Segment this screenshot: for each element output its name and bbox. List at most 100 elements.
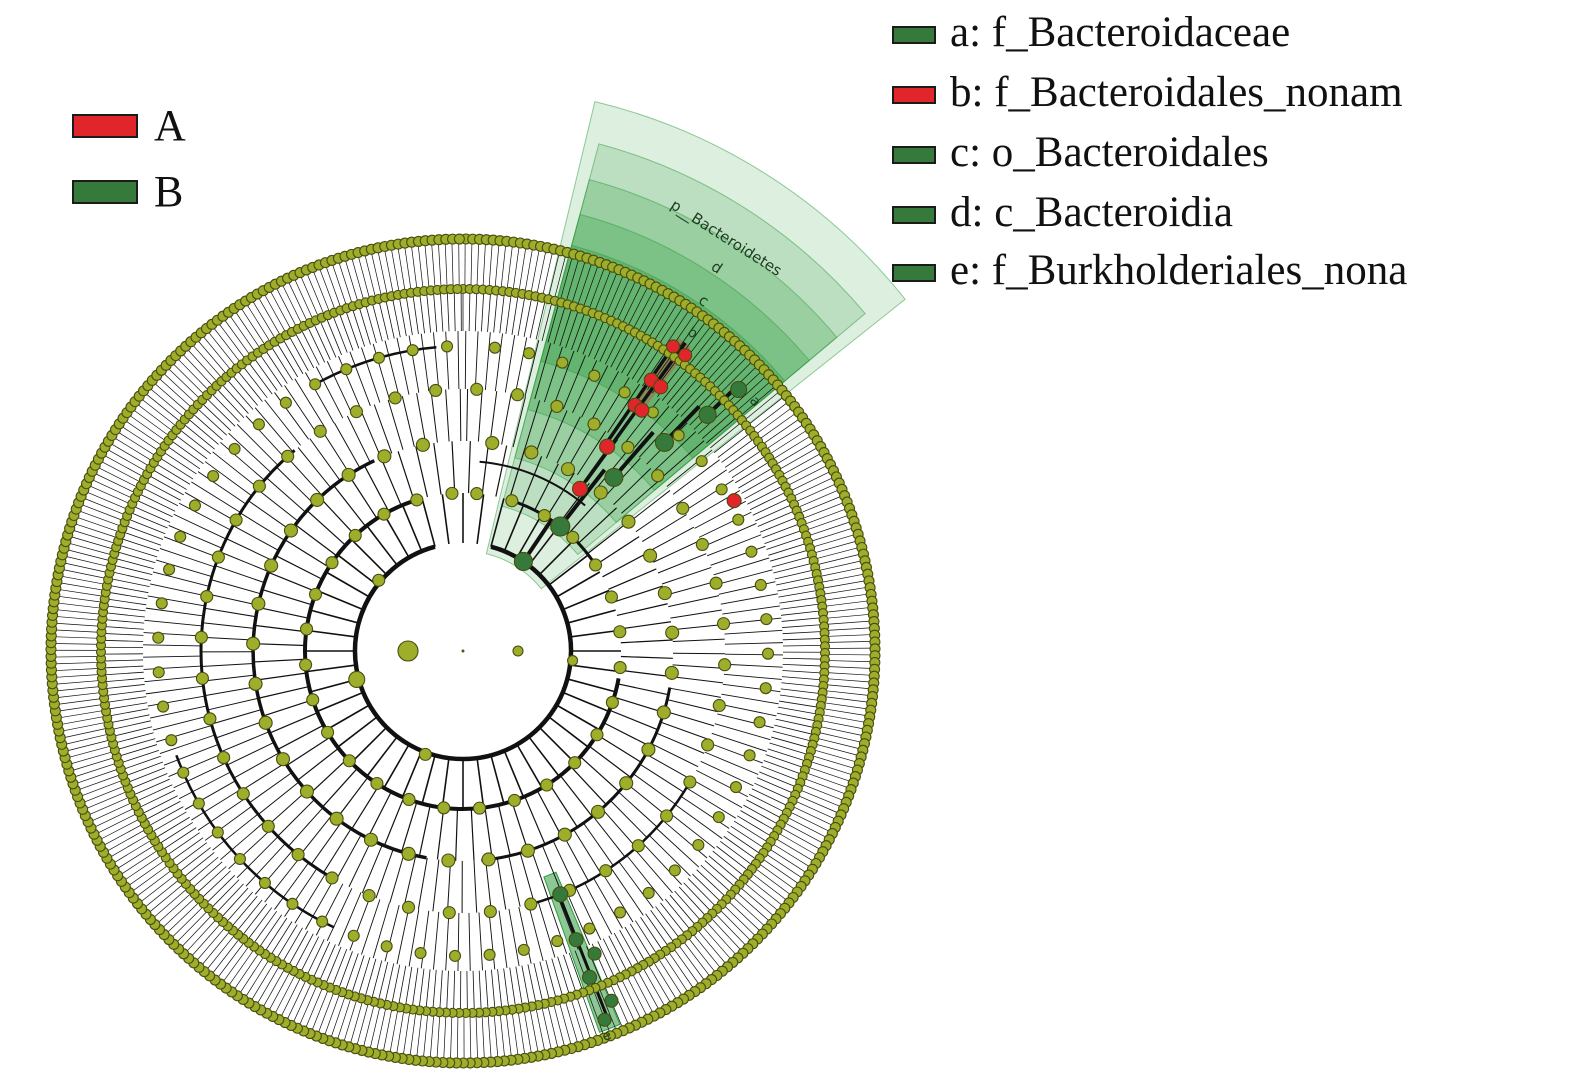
branch-line [672, 459, 720, 495]
branch-line [293, 277, 315, 324]
branch-line [777, 825, 822, 851]
branch-line [401, 750, 423, 798]
order-node [520, 843, 535, 858]
branch-line [816, 573, 866, 584]
branch-line [736, 884, 776, 918]
branch-line [312, 941, 331, 979]
branch-line [497, 969, 503, 1009]
class-node [402, 792, 416, 807]
branch-line [191, 343, 225, 382]
branch-line [645, 913, 669, 947]
branch-line [724, 444, 759, 468]
branch-line [144, 675, 203, 683]
branch-line [570, 766, 607, 805]
branch-line [398, 296, 407, 337]
branch-line [523, 400, 541, 451]
branch-line [147, 881, 187, 914]
branch-line [294, 933, 314, 970]
genus-node [252, 418, 265, 431]
branch-line [551, 958, 564, 997]
branch-line [166, 832, 200, 856]
branch-line [602, 551, 649, 578]
branch-line [813, 731, 863, 743]
order-node [377, 449, 392, 464]
branch-line [102, 454, 148, 479]
branch-line [493, 1009, 499, 1060]
branch-line [175, 907, 211, 944]
branch-line [151, 811, 187, 833]
class-node [588, 558, 603, 572]
family-node [211, 550, 225, 564]
branch-line [333, 485, 367, 527]
branch-line [297, 447, 332, 489]
branch-line [431, 242, 436, 293]
branch-line [62, 562, 112, 574]
class-node [325, 556, 339, 570]
branch-line [326, 317, 342, 356]
family-node [388, 391, 402, 405]
branch-line [723, 836, 757, 860]
class-bacteroidia-node [550, 516, 571, 537]
branch-line [228, 314, 258, 356]
branch-line [704, 860, 736, 888]
branch-line [305, 372, 335, 424]
branch-line [270, 921, 293, 956]
order-node [415, 437, 430, 452]
branch-line [110, 578, 150, 588]
branch-line [822, 660, 873, 663]
branch-line [724, 629, 783, 635]
branch-line [728, 893, 767, 928]
branch-line [256, 961, 282, 1006]
branch-line [710, 422, 742, 449]
branch-line [62, 727, 112, 739]
branch-line [299, 814, 333, 857]
branch-line [778, 589, 818, 598]
branch-line [690, 333, 723, 373]
branch-line [123, 531, 162, 546]
family-node [349, 405, 363, 419]
branch-line [162, 371, 200, 407]
branch-line [331, 262, 349, 311]
branch-line [391, 964, 401, 1004]
family-node [683, 775, 697, 789]
branch-line [103, 659, 144, 662]
branch-line [111, 720, 151, 730]
branch-line [521, 965, 530, 1005]
branch-line [671, 676, 724, 684]
branch-line [490, 498, 505, 547]
genus-node [712, 811, 725, 824]
branch-line [621, 478, 662, 514]
branch-line [297, 747, 339, 781]
taxa-swatch-e [892, 264, 936, 282]
branch-line [212, 326, 244, 367]
branch-line [777, 706, 818, 715]
branch-line [785, 809, 832, 833]
branch-line [257, 295, 284, 340]
branch-line [820, 689, 871, 696]
branch-line [604, 328, 624, 365]
branch-line [77, 510, 125, 528]
branch-line [641, 514, 687, 543]
branch-line [552, 840, 576, 888]
branch-line [743, 804, 779, 825]
branch-line [553, 305, 566, 345]
branch-line [751, 788, 789, 807]
branch-line [87, 795, 134, 816]
branch-line [569, 994, 585, 1043]
legend-label-b: B [154, 167, 184, 216]
genus-node [753, 716, 766, 729]
branch-line [763, 760, 802, 775]
branch-line [141, 795, 178, 815]
branch-line [202, 674, 255, 682]
branch-line [191, 861, 223, 889]
branch-line [201, 334, 235, 374]
branch-line [783, 814, 828, 839]
branch-line [426, 292, 432, 333]
branch-line [307, 326, 326, 363]
branch-line [780, 458, 826, 483]
branch-line [401, 504, 423, 552]
branch-line [143, 632, 202, 637]
branch-line [130, 773, 168, 790]
branch-line [441, 757, 450, 808]
branch-line [821, 677, 872, 683]
